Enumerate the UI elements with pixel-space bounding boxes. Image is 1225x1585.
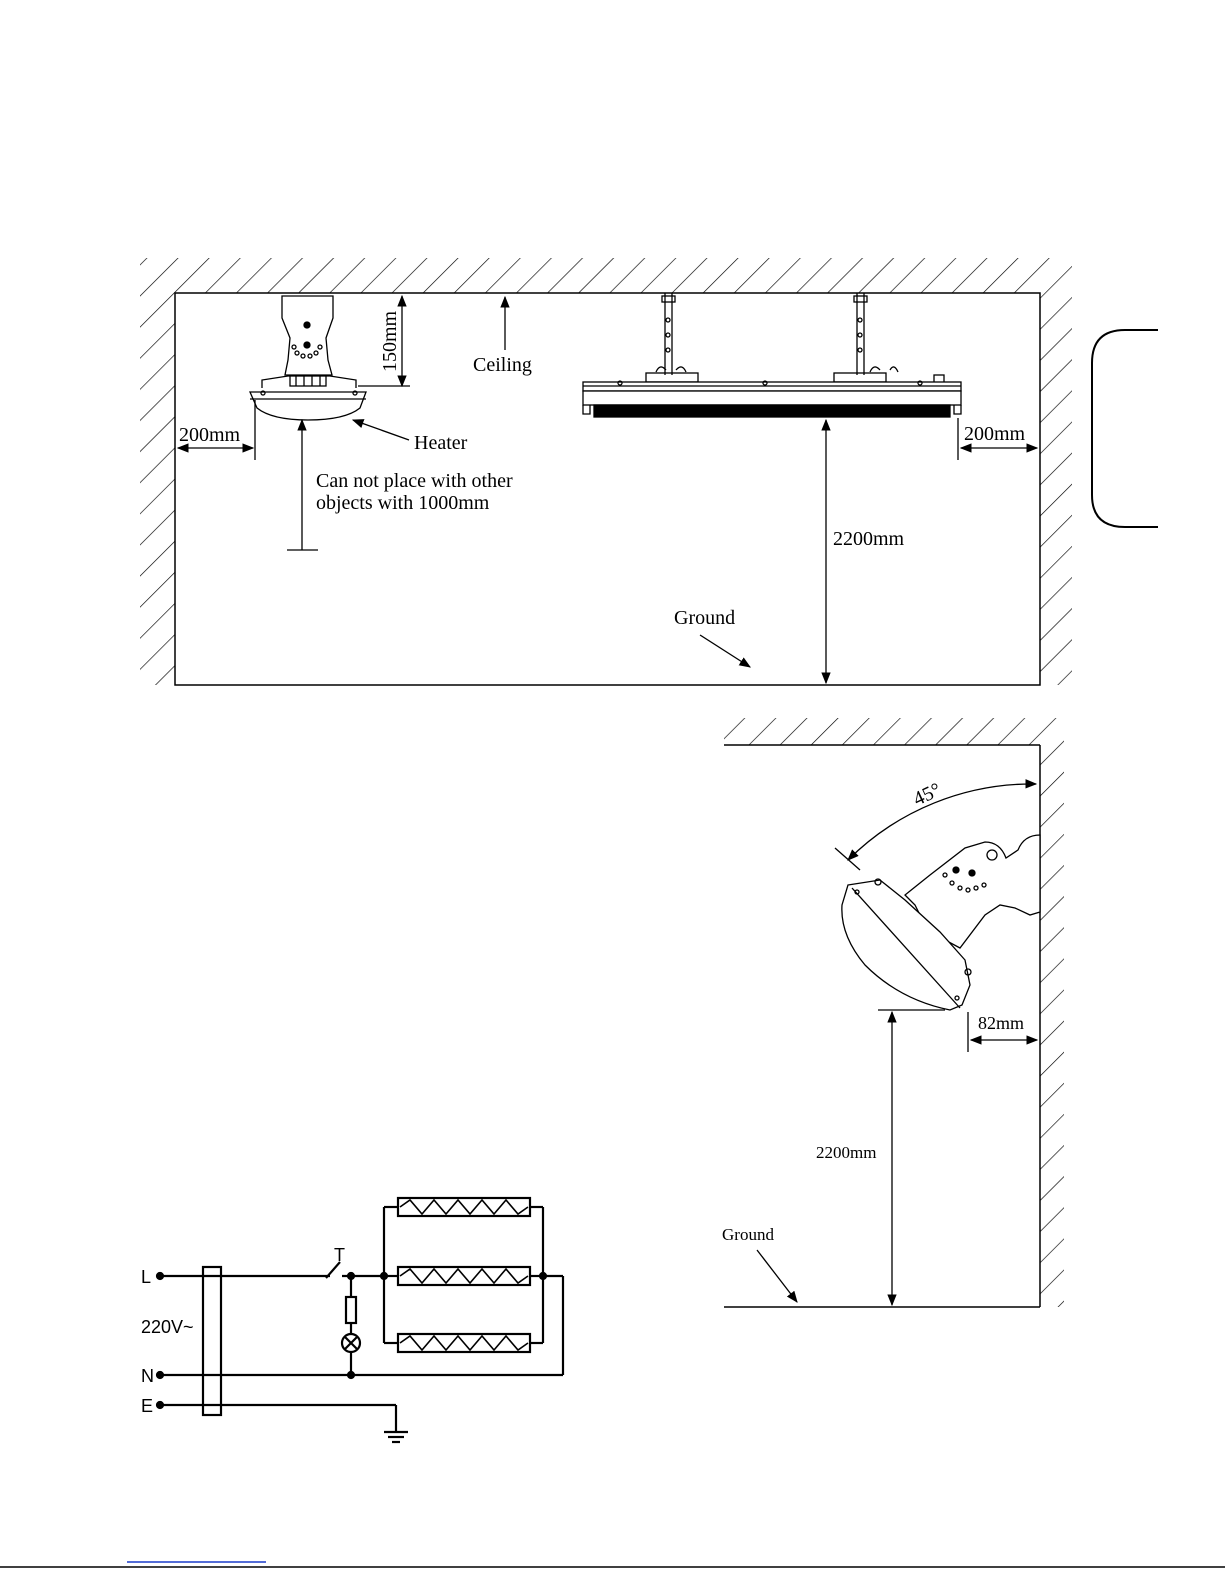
dim-82mm-label: 82mm [978,1013,1024,1033]
voltage-label: 220V~ [141,1317,194,1337]
wire-label-E: E [141,1396,153,1416]
wall-mount-diagram: 45° 82mm 2200mm Ground [722,718,1064,1307]
wire-label-N: N [141,1366,154,1386]
wire-label-L: L [141,1267,151,1287]
ceiling-mount-diagram: 150mm Ceiling Heater 200mm 200mm Can not… [140,258,1072,685]
thermostat-label-T: T [334,1245,345,1265]
round-heater [250,296,366,420]
heating-element-top [384,1198,543,1216]
heater-label: Heater [414,432,468,454]
ground-label: Ground [674,607,735,629]
ceiling-label: Ceiling [473,354,532,376]
ground-symbol [384,1432,408,1442]
page-side-tab [1092,330,1158,527]
resistor [346,1297,356,1323]
wiring-diagram [157,1198,563,1442]
heating-element-bottom [384,1334,543,1352]
terminal-block [203,1267,221,1415]
heating-element-middle [384,1267,543,1285]
hatched-walls [140,258,1072,685]
linear-heater [583,293,961,417]
clearance-note-line1: Can not place with other [316,470,513,492]
clearance-note-line2: objects with 1000mm [316,492,490,514]
dim-150mm-label: 150mm [379,310,401,372]
dim-200mm-right-label: 200mm [964,423,1026,445]
tilted-heater [842,835,1040,1010]
angle-45-label: 45° [910,779,945,811]
wall-ground-label: Ground [722,1225,774,1244]
wall-dim-2200mm-label: 2200mm [816,1143,876,1162]
dim-200mm-left-label: 200mm [179,424,241,446]
dim-2200mm-label: 2200mm [833,528,905,550]
